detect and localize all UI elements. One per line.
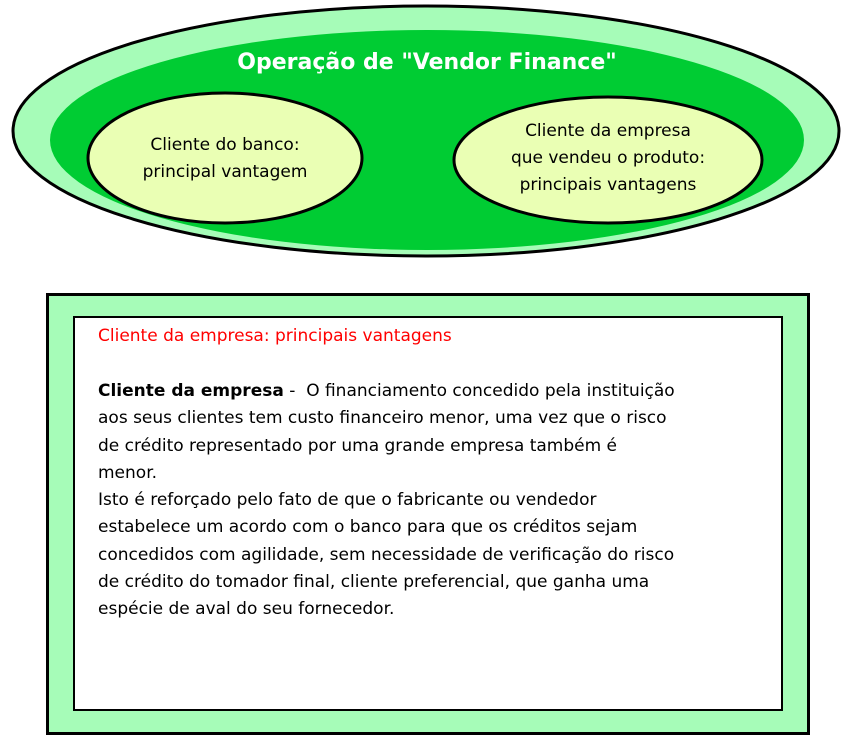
- diagram-title: Operação de "Vendor Finance": [237, 50, 617, 75]
- body-line: de crédito representado por uma grande e…: [98, 435, 618, 456]
- detail-body: Cliente da empresa - O financiamento con…: [98, 378, 675, 624]
- body-line: menor.: [98, 462, 158, 483]
- company-client-line: principais vantagens: [519, 175, 697, 195]
- bank-client-label: Cliente do banco: principal vantagem: [100, 132, 350, 186]
- lead-bold: Cliente da empresa: [98, 381, 284, 401]
- body-line-text: O financiamento concedido pela instituiç…: [306, 381, 675, 401]
- detail-panel-frame: Cliente da empresa: principais vantagens…: [46, 293, 810, 735]
- body-line: concedidos com agilidade, sem necessidad…: [98, 544, 675, 565]
- detail-heading: Cliente da empresa: principais vantagens: [98, 326, 452, 346]
- body-line: aos seus clientes tem custo financeiro m…: [98, 408, 667, 429]
- bank-client-line: principal vantagem: [142, 162, 308, 182]
- company-client-line: que vendeu o produto:: [510, 148, 706, 168]
- body-line: estabelece um acordo com o banco para qu…: [98, 517, 638, 538]
- company-client-label: Cliente da empresa que vendeu o produto:…: [458, 118, 758, 199]
- company-client-ellipse[interactable]: [452, 95, 764, 225]
- company-client-line: Cliente da empresa: [525, 121, 691, 141]
- bank-client-ellipse[interactable]: [86, 91, 364, 225]
- lead-separator: -: [283, 381, 307, 401]
- body-line: espécie de aval do seu fornecedor.: [98, 599, 395, 620]
- bank-client-line: Cliente do banco:: [150, 135, 300, 155]
- diagram-ellipses: [11, 4, 841, 258]
- detail-panel: Cliente da empresa: principais vantagens…: [73, 316, 783, 711]
- body-line: de crédito do tomador final, cliente pre…: [98, 572, 650, 593]
- body-line: Isto é reforçado pelo fato de que o fabr…: [98, 490, 597, 511]
- body-line: Cliente da empresa - O financiamento con…: [98, 378, 675, 405]
